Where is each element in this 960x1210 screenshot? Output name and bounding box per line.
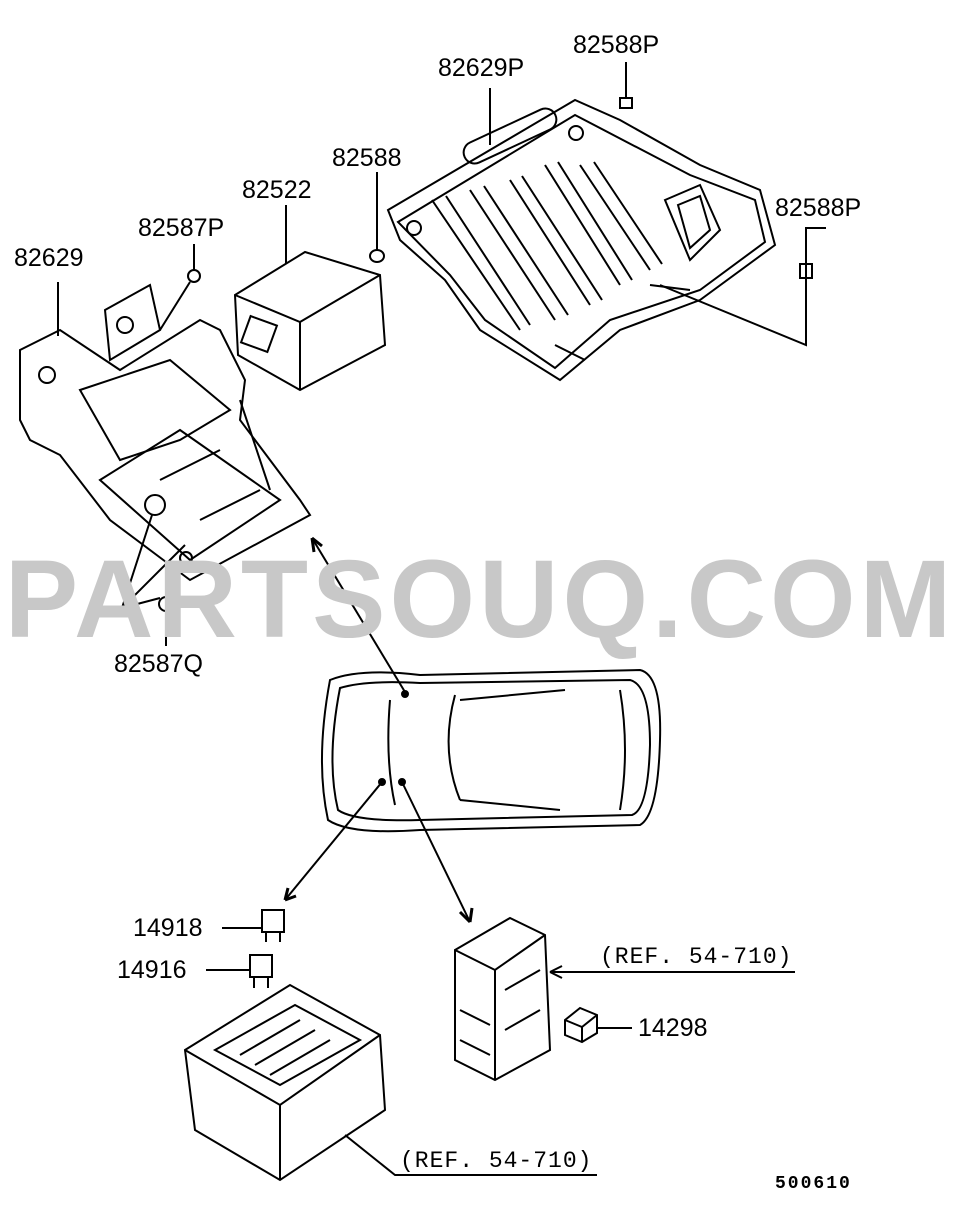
label-14916[interactable]: 14916 (117, 956, 187, 984)
label-82588p-right[interactable]: 82588P (775, 194, 862, 222)
reference-fuse-box[interactable]: (REF. 54-710) (400, 1148, 593, 1174)
relay-14916[interactable] (206, 954, 273, 988)
vehicle-outline (321, 668, 662, 833)
bolt-82588p-right[interactable] (799, 227, 826, 288)
label-82588p-top[interactable]: 82588P (573, 31, 660, 59)
bolt-82588p-top[interactable] (619, 62, 633, 109)
label-82587q[interactable]: 82587Q (114, 650, 203, 678)
grommet-82588[interactable] (369, 172, 385, 263)
label-82587p[interactable]: 82587P (138, 214, 225, 242)
label-14918[interactable]: 14918 (133, 914, 203, 942)
label-82629p[interactable]: 82629P (438, 54, 525, 82)
arrow-to-relays (283, 778, 386, 902)
relay-14298[interactable] (564, 1006, 632, 1044)
arrow-to-bracket (310, 536, 409, 698)
relay-14918[interactable] (222, 909, 285, 942)
watermark: PARTSOUQ.COM (4, 538, 956, 661)
nut-82587q[interactable] (120, 514, 186, 646)
nut-82587p[interactable] (159, 244, 201, 331)
ecu-module-82522[interactable] (233, 205, 387, 392)
label-82588[interactable]: 82588 (332, 144, 402, 172)
label-82629[interactable]: 82629 (14, 244, 84, 272)
label-14298[interactable]: 14298 (638, 1014, 708, 1042)
bracket-82629[interactable] (19, 282, 312, 582)
junction-block[interactable] (454, 916, 795, 1082)
diagram-code: 500610 (775, 1174, 852, 1194)
cover-panel-82629p[interactable] (386, 98, 777, 382)
reference-junction-block[interactable]: (REF. 54-710) (600, 944, 793, 970)
arrow-to-junction-box (398, 778, 474, 924)
leader-82588p-right (659, 230, 807, 347)
fuse-box-lower[interactable] (183, 983, 597, 1182)
label-82522[interactable]: 82522 (242, 176, 312, 204)
